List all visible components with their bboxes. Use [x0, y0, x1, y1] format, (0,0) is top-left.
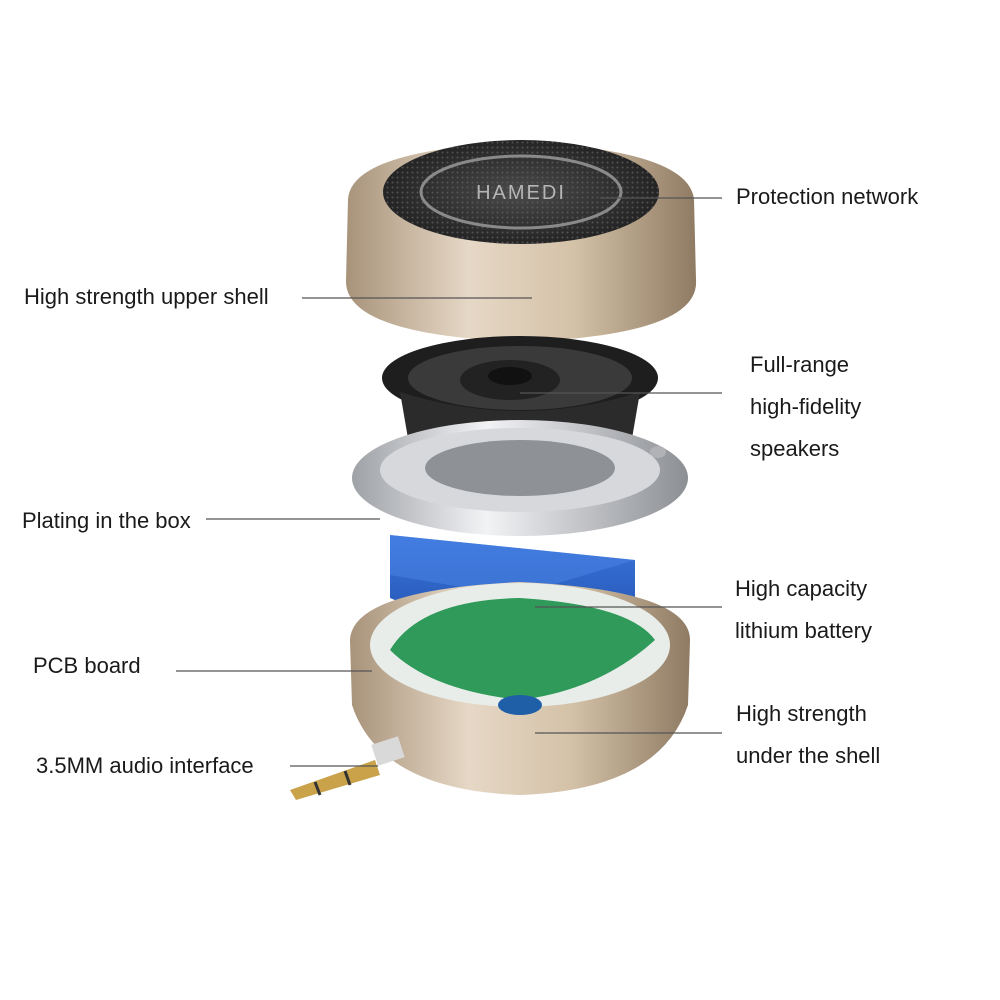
upper-shell: HAMEDI [345, 140, 697, 342]
audio-jack [290, 736, 405, 800]
label-protection-network: Protection network [736, 184, 919, 209]
brand-logo-mark: HAMEDI [476, 182, 566, 204]
label-upper-shell: High strength upper shell [24, 284, 269, 309]
label-speakers-line1: Full-range [750, 352, 850, 377]
lower-shell [350, 582, 690, 795]
label-speakers-line2: high-fidelity [750, 394, 862, 419]
label-battery-line2: lithium battery [735, 618, 872, 643]
pcb-board-green [390, 598, 655, 700]
label-pcb: PCB board [33, 653, 141, 678]
label-battery-line1: High capacity [735, 576, 868, 601]
label-under-shell-line2: under the shell [736, 743, 881, 768]
label-speakers-line3: speakers [750, 436, 840, 461]
plating-box [352, 420, 688, 536]
label-audio-interface: 3.5MM audio interface [36, 753, 254, 778]
label-plating: Plating in the box [22, 508, 191, 533]
label-under-shell-line1: High strength [736, 701, 867, 726]
leader-lines [176, 197, 722, 767]
